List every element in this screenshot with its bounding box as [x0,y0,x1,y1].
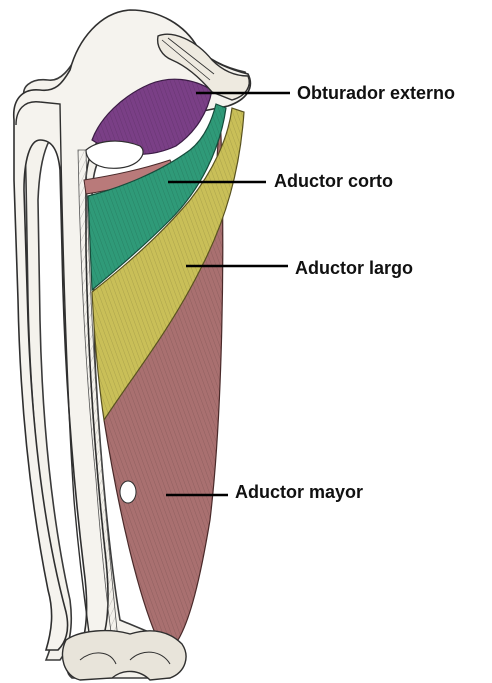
label-obturador-externo: Obturador externo [297,84,455,102]
label-aductor-mayor: Aductor mayor [235,483,363,501]
femoral-condyles [62,631,186,680]
adductor-hiatus [120,481,136,503]
label-aductor-largo: Aductor largo [295,259,413,277]
label-aductor-corto: Aductor corto [274,172,393,190]
obturator-foramen [86,141,143,168]
